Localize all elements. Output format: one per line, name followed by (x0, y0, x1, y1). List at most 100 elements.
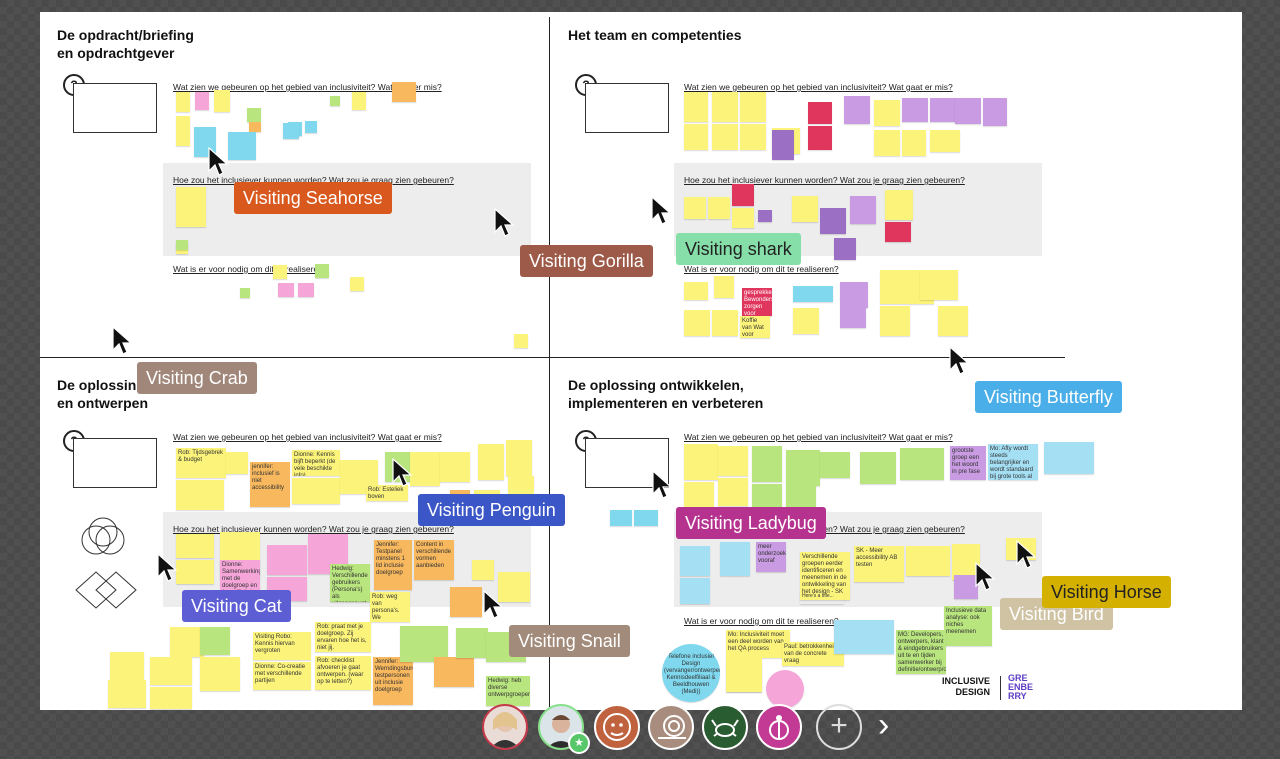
sticky-note[interactable] (900, 448, 944, 480)
sticky-note[interactable] (684, 444, 718, 480)
gorilla-avatar[interactable] (594, 704, 640, 750)
sticky-note[interactable] (954, 575, 978, 599)
sticky-note[interactable]: Rob: weg van persona's. We ontwerpen voo… (370, 592, 410, 622)
sticky-note[interactable] (808, 102, 832, 124)
sticky-note[interactable] (952, 544, 980, 580)
sticky-note[interactable] (726, 658, 762, 692)
sticky-note[interactable] (834, 620, 894, 654)
question-card[interactable] (73, 438, 157, 488)
sticky-note[interactable] (410, 452, 440, 486)
sticky-note[interactable] (176, 534, 214, 558)
sticky-note[interactable]: Mo: Inclusiviteit moet een deel worden v… (726, 630, 790, 658)
sticky-note[interactable] (920, 270, 958, 300)
sticky-note[interactable]: Visiting Robo: Kennis hiervan vergroten (253, 632, 311, 660)
sticky-note[interactable] (983, 98, 1007, 126)
sticky-note[interactable] (330, 96, 340, 106)
sticky-note[interactable] (902, 130, 926, 156)
sticky-note[interactable] (834, 238, 856, 260)
sticky-note[interactable] (874, 100, 900, 126)
sticky-note[interactable] (176, 480, 224, 510)
sticky-note[interactable] (240, 288, 250, 298)
sticky-note[interactable] (634, 510, 658, 526)
sticky-note[interactable]: Inclusieve data analyse: ook niches meen… (944, 606, 992, 646)
sticky-note[interactable] (226, 452, 248, 474)
add-collaborator-button[interactable]: + (816, 704, 862, 750)
sticky-note[interactable] (840, 308, 866, 328)
sticky-note[interactable] (498, 572, 530, 602)
sticky-note[interactable] (247, 108, 261, 122)
sticky-note[interactable] (930, 98, 958, 122)
sticky-note[interactable] (680, 546, 710, 576)
sticky-note[interactable] (792, 196, 818, 222)
sticky-note[interactable]: Hedwig: heb diverse ontwerpgroepen (486, 676, 530, 706)
sticky-note[interactable] (718, 446, 748, 476)
sticky-note[interactable] (278, 283, 294, 297)
sticky-note[interactable] (820, 452, 850, 478)
sticky-note[interactable] (478, 444, 504, 480)
sticky-note[interactable] (712, 310, 738, 336)
sticky-note[interactable] (273, 265, 287, 279)
sticky-note[interactable] (902, 98, 928, 122)
sticky-note[interactable] (298, 283, 314, 297)
sticky-note[interactable]: SK - Meer accessibility AB testen (854, 546, 904, 582)
crab-avatar[interactable] (702, 704, 748, 750)
sticky-note[interactable] (752, 446, 782, 482)
sticky-note[interactable] (440, 452, 470, 482)
sticky-note[interactable] (610, 510, 632, 526)
sticky-note[interactable] (684, 310, 710, 336)
sticky-note[interactable]: Rob: Esteliek boven functionaliteit (366, 485, 408, 501)
sticky-note[interactable] (712, 124, 738, 150)
sticky-note[interactable]: meer onderzoek vooraf (756, 542, 786, 572)
sticky-note[interactable] (200, 627, 230, 655)
sticky-note[interactable]: Dionne: Kennis bijft beperkt (de vele be… (292, 450, 340, 476)
sticky-note[interactable]: MG: Developers, ontwerpers, klant & eind… (896, 630, 946, 674)
sticky-note[interactable] (740, 92, 766, 122)
sticky-note[interactable]: Rob: praat met je doelgroep. Zij ervaren… (315, 622, 371, 652)
sticky-note[interactable] (684, 282, 708, 300)
sticky-note[interactable]: Jennifer: Werndingsbureau testpersonen u… (373, 657, 413, 705)
chevron-right-icon[interactable]: › (878, 706, 890, 744)
sticky-note[interactable] (472, 560, 494, 580)
sticky-note[interactable] (708, 197, 730, 219)
sticky-note[interactable] (195, 92, 209, 110)
sticky-note[interactable] (840, 282, 868, 308)
sticky-note[interactable] (506, 440, 532, 476)
sticky-note[interactable] (938, 306, 968, 336)
sticky-note[interactable] (514, 334, 528, 348)
sticky-note[interactable] (214, 90, 230, 112)
sticky-note[interactable] (820, 208, 846, 234)
sticky-note[interactable] (176, 92, 190, 112)
sticky-note[interactable]: Jennifer: Testpanel minstens 1 lid inclu… (374, 540, 412, 590)
sticky-note[interactable] (1044, 442, 1094, 474)
circle-note[interactable] (766, 670, 804, 708)
sticky-note[interactable] (176, 560, 214, 584)
sticky-note[interactable] (176, 187, 206, 227)
sticky-note[interactable] (170, 627, 204, 657)
sticky-note[interactable] (793, 286, 833, 302)
sticky-note[interactable] (450, 587, 482, 617)
sticky-note[interactable] (150, 657, 192, 685)
sticky-note[interactable] (793, 308, 819, 334)
sticky-note[interactable] (283, 123, 299, 139)
sticky-note[interactable] (906, 546, 950, 576)
sticky-note[interactable]: Verschillende groepen eerder identificer… (800, 552, 850, 600)
sticky-note[interactable] (786, 486, 816, 510)
sticky-note[interactable] (108, 680, 146, 708)
sticky-note[interactable] (228, 132, 256, 160)
sticky-note[interactable] (772, 130, 794, 160)
sticky-note[interactable] (714, 276, 734, 298)
sticky-note[interactable] (680, 578, 710, 604)
sticky-note[interactable] (808, 126, 832, 150)
sticky-note[interactable]: Mo: Afty wordt steeds belangrijker en wo… (988, 444, 1038, 480)
sticky-note[interactable] (720, 542, 750, 576)
sticky-note[interactable] (874, 130, 900, 156)
sticky-note[interactable] (267, 545, 307, 575)
sticky-note[interactable] (740, 124, 766, 150)
text-note[interactable]: Here's a title... (800, 592, 844, 604)
sticky-note[interactable]: Content in verschillende vormen aanbiede… (414, 540, 454, 580)
question-card[interactable] (73, 83, 157, 133)
sticky-note[interactable] (758, 210, 772, 222)
sticky-note[interactable] (684, 92, 708, 122)
sticky-note[interactable] (305, 121, 317, 133)
sticky-note[interactable] (315, 264, 329, 278)
